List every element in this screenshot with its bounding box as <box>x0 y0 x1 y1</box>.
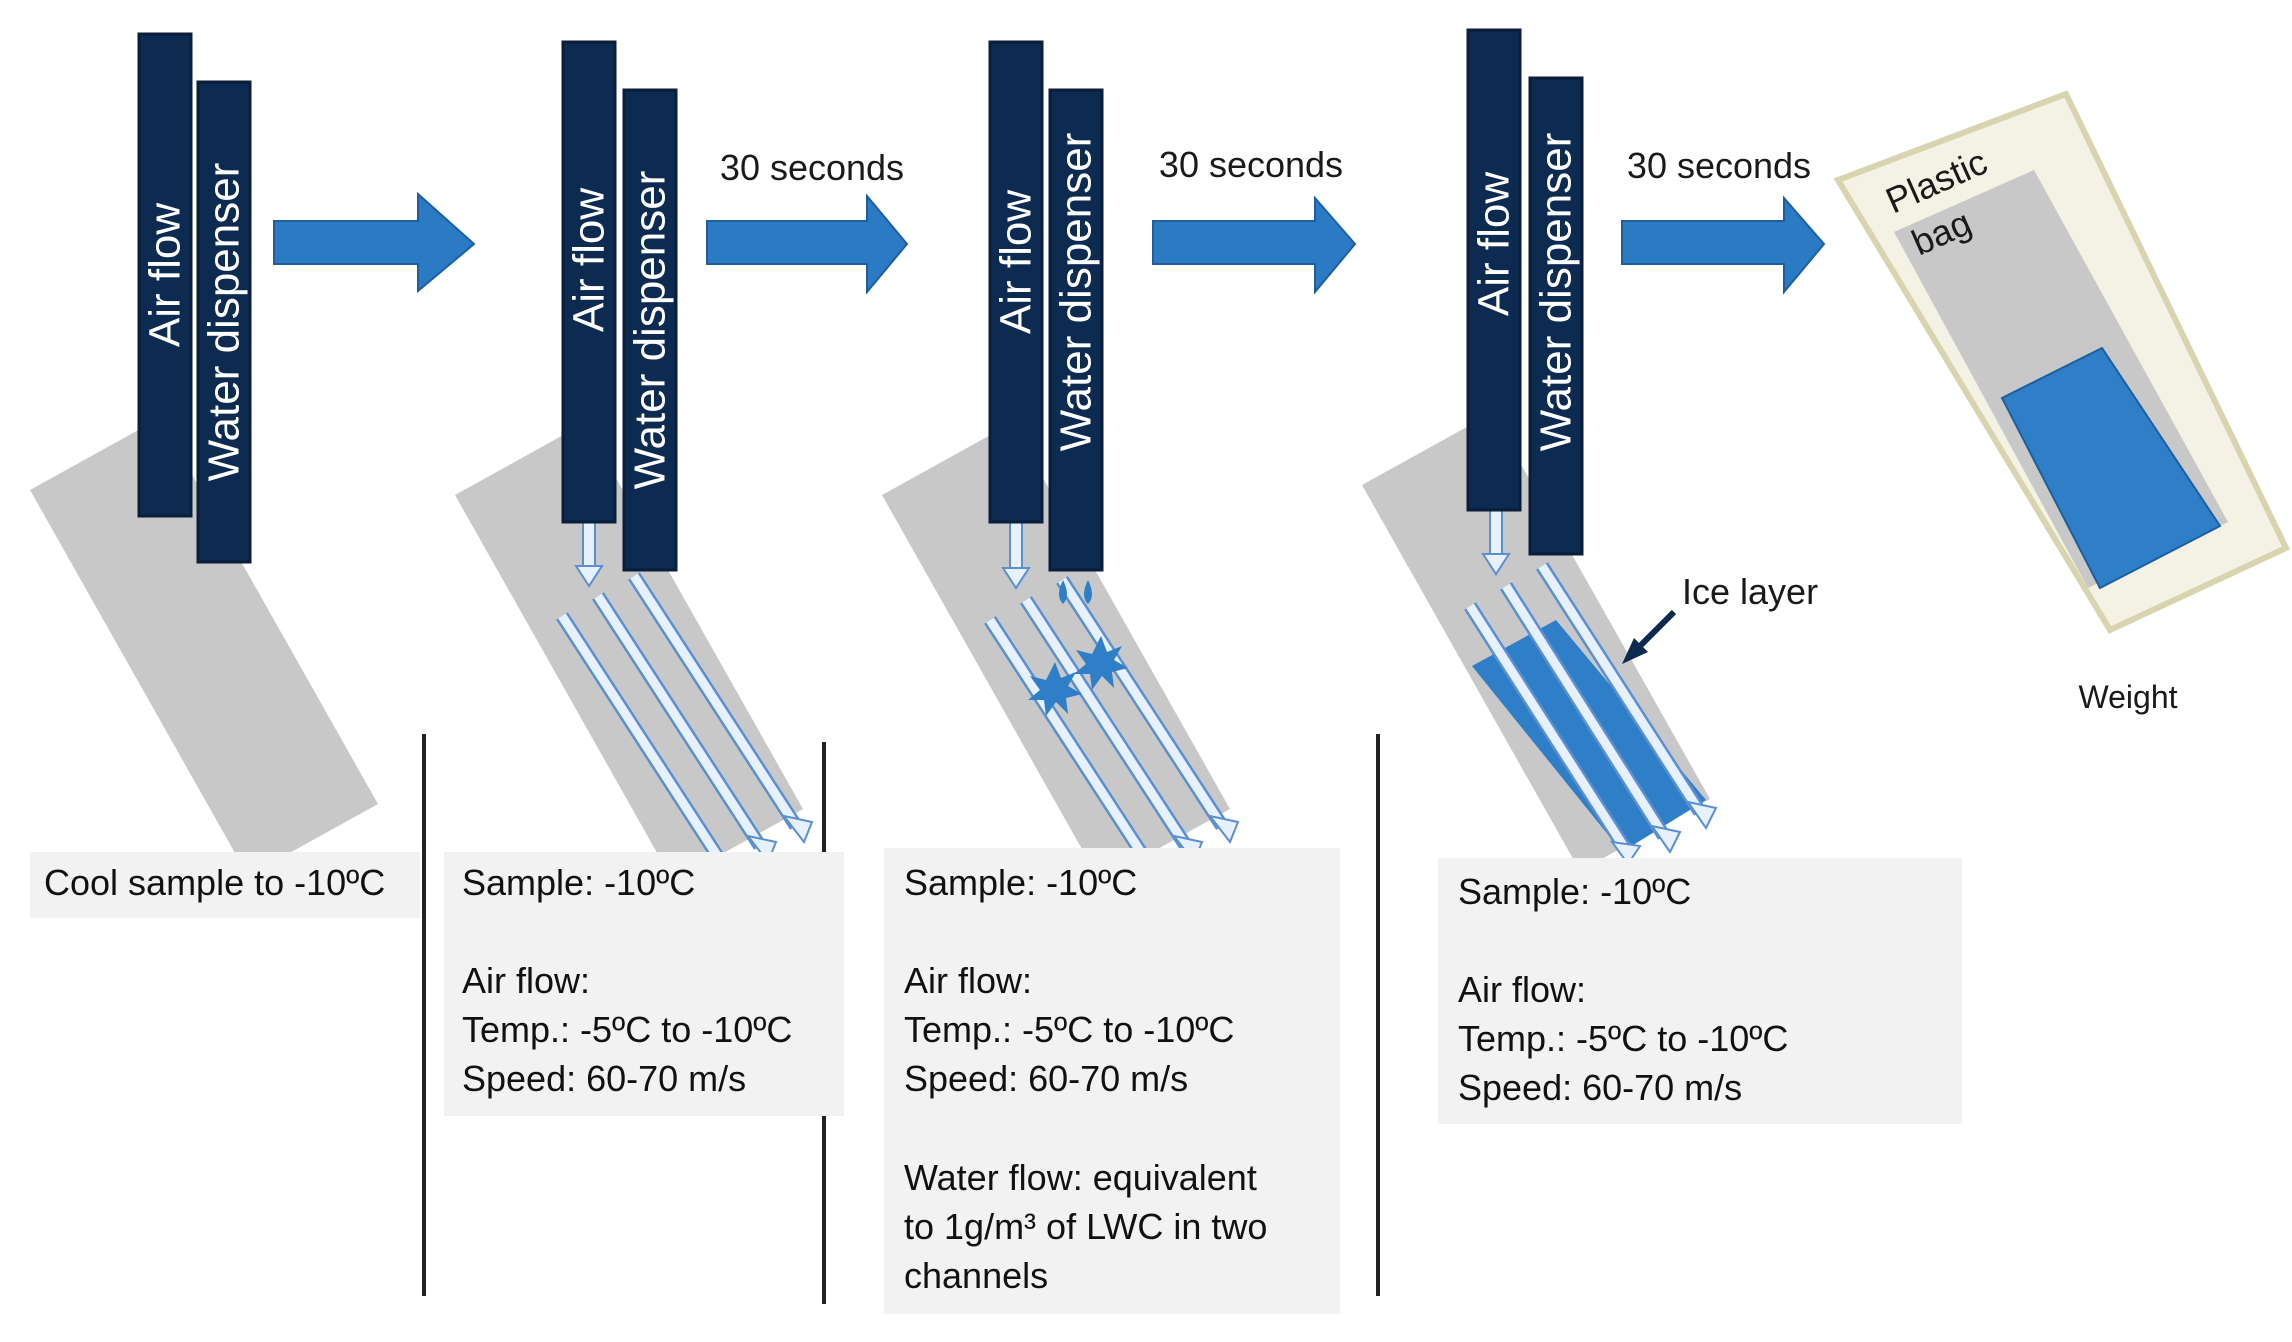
air-flow-bar <box>137 32 193 518</box>
time-label-1: 30 seconds <box>720 147 904 188</box>
water-dispenser-bar <box>196 80 252 564</box>
stage-3: Air flow Water dispenser <box>882 40 1240 881</box>
step-box-1: Cool sample to -10ºC <box>30 852 420 918</box>
air-stream-head <box>781 814 814 845</box>
step-box-4: Sample: -10ºC Air flow: Temp.: -5ºC to -… <box>1438 858 1962 1124</box>
step-text-line: Air flow: <box>1458 969 1586 1010</box>
stage-2: Air flow Water dispenser <box>455 40 814 881</box>
air-flow-label: Air flow <box>992 190 1041 334</box>
air-nozzle-arrow <box>1001 521 1031 590</box>
ice-layer-label: Ice layer <box>1682 571 1818 612</box>
air-flow-bar <box>988 40 1044 524</box>
step-text-line: Air flow: <box>462 960 590 1001</box>
step-text-line: Sample: -10ºC <box>904 862 1137 903</box>
air-stream-head <box>1649 824 1682 854</box>
stage-4: Air flow Water dispenser Ice layer <box>1362 28 1818 871</box>
air-flow-label: Air flow <box>565 188 614 332</box>
water-dispenser-label: Water dispenser <box>1532 133 1581 452</box>
water-droplets <box>1059 580 1092 604</box>
step-text-line: Temp.: -5ºC to -10ºC <box>1458 1018 1788 1059</box>
air-flow-bar <box>561 40 617 524</box>
step-box-2: Sample: -10ºC Air flow: Temp.: -5ºC to -… <box>444 852 844 1116</box>
weight-label: Weight <box>2078 679 2177 715</box>
air-stream-head <box>1609 840 1642 866</box>
process-arrow-1 <box>273 191 476 294</box>
step-text-line: Air flow: <box>904 960 1032 1001</box>
step-text-line: Water flow: equivalent <box>904 1157 1257 1198</box>
water-dispenser-label: Water dispenser <box>200 163 249 482</box>
air-stream-head <box>1685 800 1718 830</box>
air-flow-label: Air flow <box>141 203 190 347</box>
step-text-line: Speed: 60-70 m/s <box>904 1058 1188 1099</box>
ice-layer-pointer <box>1622 609 1677 664</box>
water-dispenser-label: Water dispenser <box>1052 133 1101 452</box>
water-dispenser-bar <box>622 88 678 572</box>
process-arrow-3 <box>1152 195 1357 295</box>
process-arrow-2 <box>706 193 909 295</box>
sample-plate <box>30 418 378 876</box>
water-dispenser-label: Water dispenser <box>626 171 675 490</box>
air-stream-lines <box>1464 562 1706 854</box>
step-text-line: Temp.: -5ºC to -10ºC <box>904 1009 1234 1050</box>
air-nozzle-arrow <box>1481 509 1511 576</box>
ice-burst-icon <box>1074 636 1128 690</box>
air-stream-lines <box>556 572 802 864</box>
ice-layer <box>1472 620 1706 852</box>
air-nozzle-arrow <box>574 521 604 588</box>
step-text-line: Cool sample to -10ºC <box>44 862 385 903</box>
step-text-line: Sample: -10ºC <box>1458 871 1691 912</box>
plastic-bag: Plastic bag <box>1833 90 2291 634</box>
process-arrow-4 <box>1621 195 1826 295</box>
bag-ice-content <box>2000 346 2222 590</box>
step-box-3: Sample: -10ºC Air flow: Temp.: -5ºC to -… <box>884 848 1340 1314</box>
stage-1: Air flow Water dispenser <box>30 32 378 876</box>
step-text-line: Speed: 60-70 m/s <box>1458 1067 1742 1108</box>
step-text-line: Speed: 60-70 m/s <box>462 1058 746 1099</box>
time-label-2: 30 seconds <box>1159 144 1343 185</box>
air-flow-bar <box>1466 28 1522 512</box>
water-dispenser-bar <box>1528 76 1584 556</box>
step-text-line: channels <box>904 1255 1048 1296</box>
step-text-line: to 1g/m³ of LWC in two <box>904 1206 1267 1247</box>
air-stream-head <box>1207 814 1240 845</box>
step-text-line: Temp.: -5ºC to -10ºC <box>462 1009 792 1050</box>
air-flow-label: Air flow <box>1470 172 1519 316</box>
ice-burst-icon <box>1028 662 1082 716</box>
water-dispenser-bar <box>1048 88 1104 572</box>
step-text-line: Sample: -10ºC <box>462 862 695 903</box>
time-label-3: 30 seconds <box>1627 145 1811 186</box>
air-stream-lines <box>984 576 1228 864</box>
